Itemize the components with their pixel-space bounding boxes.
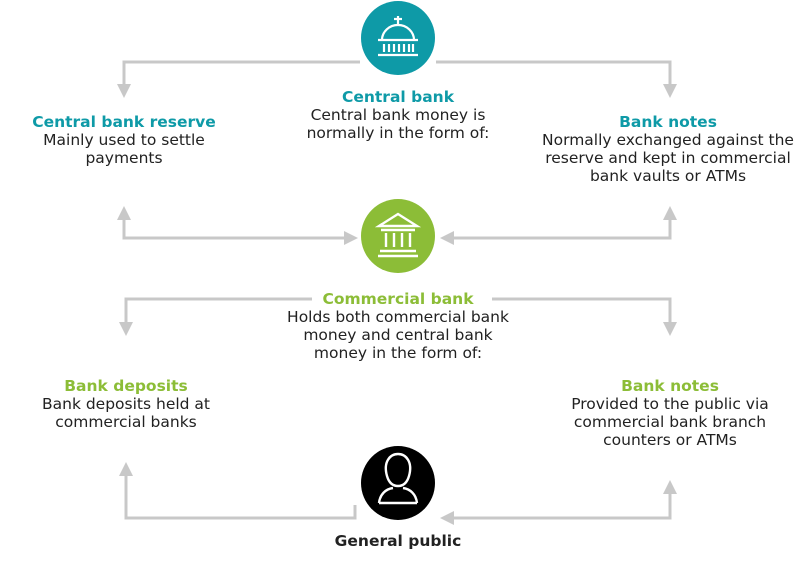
general-public-label: General public xyxy=(298,532,498,550)
bank-notes-bottom-desc-line3: counters or ATMs xyxy=(603,431,737,449)
bank-deposits-desc-line2: commercial banks xyxy=(55,413,197,431)
commercial-bank-node xyxy=(361,199,435,273)
bank-building-icon xyxy=(374,212,422,258)
arrow-left-commercial xyxy=(440,231,454,245)
connector-central-to-reserve xyxy=(122,60,360,86)
person-icon xyxy=(377,452,419,505)
central-bank-reserve-desc-line1: Mainly used to settle xyxy=(43,131,205,149)
general-public-circle xyxy=(361,446,435,520)
connector-notes-to-public xyxy=(452,494,672,520)
central-bank-desc-line1: Central bank money is xyxy=(310,106,486,124)
commercial-bank-label: Commercial bank Holds both commercial ba… xyxy=(268,290,528,362)
arrow-left-public xyxy=(440,511,454,525)
bank-notes-bottom-desc-line1: Provided to the public via xyxy=(571,395,769,413)
bank-notes-bottom-label: Bank notes Provided to the public via co… xyxy=(552,377,788,449)
bank-notes-top-desc-line2: reserve and kept in commercial xyxy=(545,149,791,167)
central-bank-reserve-desc-line2: payments xyxy=(85,149,163,167)
central-bank-circle xyxy=(361,1,435,75)
arrow-up-deposits xyxy=(119,462,133,476)
central-bank-label: Central bank Central bank money is norma… xyxy=(288,88,508,142)
bank-notes-bottom-desc-line2: commercial bank branch xyxy=(573,413,767,431)
arrow-down-notes-top xyxy=(663,84,677,98)
central-bank-title: Central bank xyxy=(341,88,455,106)
arrow-up-notes-bottom xyxy=(663,480,677,494)
connector-central-to-notes xyxy=(436,60,672,86)
arrow-down-deposits xyxy=(119,322,133,336)
bank-notes-top-desc-line3: bank vaults or ATMs xyxy=(589,167,747,185)
central-bank-node xyxy=(361,1,435,75)
commercial-bank-desc-line2: money and central bank xyxy=(303,326,493,344)
commercial-bank-circle xyxy=(361,199,435,273)
general-public-node xyxy=(361,446,435,520)
arrow-down-notes-bottom xyxy=(663,322,677,336)
general-public-title: General public xyxy=(334,532,462,550)
central-bank-desc-line2: normally in the form of: xyxy=(306,124,490,142)
central-bank-reserve-title: Central bank reserve xyxy=(32,113,216,131)
commercial-bank-title: Commercial bank xyxy=(322,290,474,308)
commercial-bank-desc-line3: money in the form of: xyxy=(313,344,483,362)
bank-notes-top-label: Bank notes Normally exchanged against th… xyxy=(530,113,806,185)
bank-notes-top-desc-line1: Normally exchanged against the xyxy=(542,131,794,149)
arrow-up-reserve xyxy=(117,206,131,220)
connector-commercial-to-deposits xyxy=(124,297,312,324)
connector-deposits-to-public xyxy=(124,474,357,520)
arrow-right-commercial xyxy=(344,231,358,245)
bank-deposits-desc-line1: Bank deposits held at xyxy=(41,395,211,413)
connector-reserve-to-commercial xyxy=(122,218,346,240)
commercial-bank-desc-line1: Holds both commercial bank xyxy=(287,308,509,326)
arrow-up-notes-top xyxy=(663,206,677,220)
central-bank-reserve-label: Central bank reserve Mainly used to sett… xyxy=(14,113,234,167)
arrow-down-reserve xyxy=(117,84,131,98)
bank-dome-icon xyxy=(378,16,418,57)
bank-deposits-title: Bank deposits xyxy=(64,377,188,395)
bank-deposits-label: Bank deposits Bank deposits held at comm… xyxy=(20,377,232,431)
connector-notes-to-commercial xyxy=(452,218,672,240)
bank-notes-top-title: Bank notes xyxy=(619,113,717,131)
connector-commercial-to-notes-bottom xyxy=(492,297,672,324)
bank-notes-bottom-title: Bank notes xyxy=(621,377,719,395)
